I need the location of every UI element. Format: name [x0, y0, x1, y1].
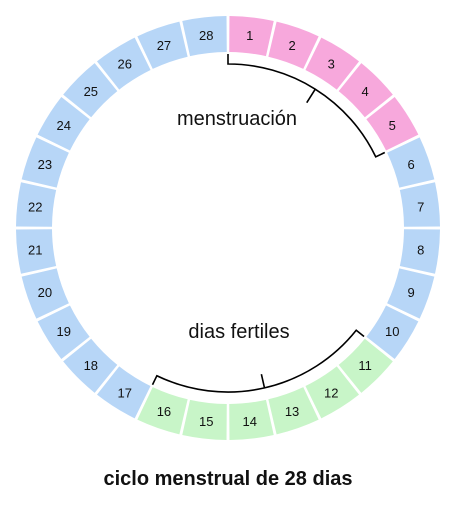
day-segment-22 — [16, 182, 57, 227]
day-segment-14 — [229, 399, 274, 440]
day-segment-28 — [182, 16, 227, 57]
day-number-8: 8 — [417, 243, 424, 258]
day-number-11: 11 — [358, 358, 372, 373]
day-number-24: 24 — [57, 118, 71, 133]
day-segment-11 — [338, 338, 393, 393]
day-number-19: 19 — [57, 324, 71, 339]
day-number-23: 23 — [38, 157, 52, 172]
fertile-days-label: dias fertiles — [188, 321, 289, 343]
fertile-days-bracket — [151, 329, 365, 393]
day-number-7: 7 — [417, 199, 424, 214]
day-number-20: 20 — [38, 285, 52, 300]
day-segment-7 — [399, 182, 440, 227]
day-segment-12 — [305, 366, 360, 419]
day-number-9: 9 — [407, 285, 414, 300]
day-number-1: 1 — [246, 28, 253, 43]
day-number-12: 12 — [324, 385, 338, 400]
day-number-3: 3 — [328, 57, 335, 72]
day-segments: 1234567891011121314151617181920212223242… — [16, 16, 440, 440]
day-segment-13 — [268, 387, 319, 435]
day-number-26: 26 — [118, 57, 132, 72]
day-number-28: 28 — [199, 28, 213, 43]
menstruation-bracket — [227, 54, 386, 158]
day-segment-5 — [366, 96, 419, 151]
day-segment-23 — [21, 137, 69, 188]
day-number-22: 22 — [28, 199, 42, 214]
day-segment-19 — [37, 305, 90, 360]
day-segment-26 — [96, 37, 151, 90]
day-segment-10 — [366, 305, 419, 360]
day-number-18: 18 — [84, 358, 98, 373]
day-segment-2 — [268, 21, 319, 69]
day-segment-4 — [338, 63, 393, 118]
day-segment-17 — [96, 366, 151, 419]
day-number-25: 25 — [84, 84, 98, 99]
day-segment-24 — [37, 96, 90, 151]
day-number-5: 5 — [389, 118, 396, 133]
day-number-13: 13 — [285, 404, 299, 419]
day-number-16: 16 — [157, 404, 171, 419]
day-segment-15 — [182, 399, 227, 440]
day-segment-1 — [229, 16, 274, 57]
day-segment-18 — [63, 338, 118, 393]
day-segment-16 — [137, 387, 188, 435]
day-number-27: 27 — [157, 38, 171, 53]
day-number-4: 4 — [362, 84, 369, 99]
day-segment-3 — [305, 37, 360, 90]
menstruation-label: menstruación — [177, 108, 297, 130]
day-number-15: 15 — [199, 414, 213, 429]
day-number-17: 17 — [118, 385, 132, 400]
day-segment-21 — [16, 229, 57, 274]
diagram-caption: ciclo menstrual de 28 dias — [103, 468, 353, 490]
day-number-14: 14 — [242, 414, 256, 429]
day-segment-25 — [63, 63, 118, 118]
day-segment-20 — [21, 268, 69, 319]
day-segment-27 — [137, 21, 188, 69]
day-number-2: 2 — [288, 38, 295, 53]
day-segment-9 — [387, 268, 435, 319]
menstrual-cycle-wheel: 1234567891011121314151617181920212223242… — [16, 16, 440, 440]
day-segment-6 — [387, 137, 435, 188]
day-number-21: 21 — [28, 243, 42, 258]
day-segment-8 — [399, 229, 440, 274]
day-number-10: 10 — [385, 324, 399, 339]
day-number-6: 6 — [407, 157, 414, 172]
